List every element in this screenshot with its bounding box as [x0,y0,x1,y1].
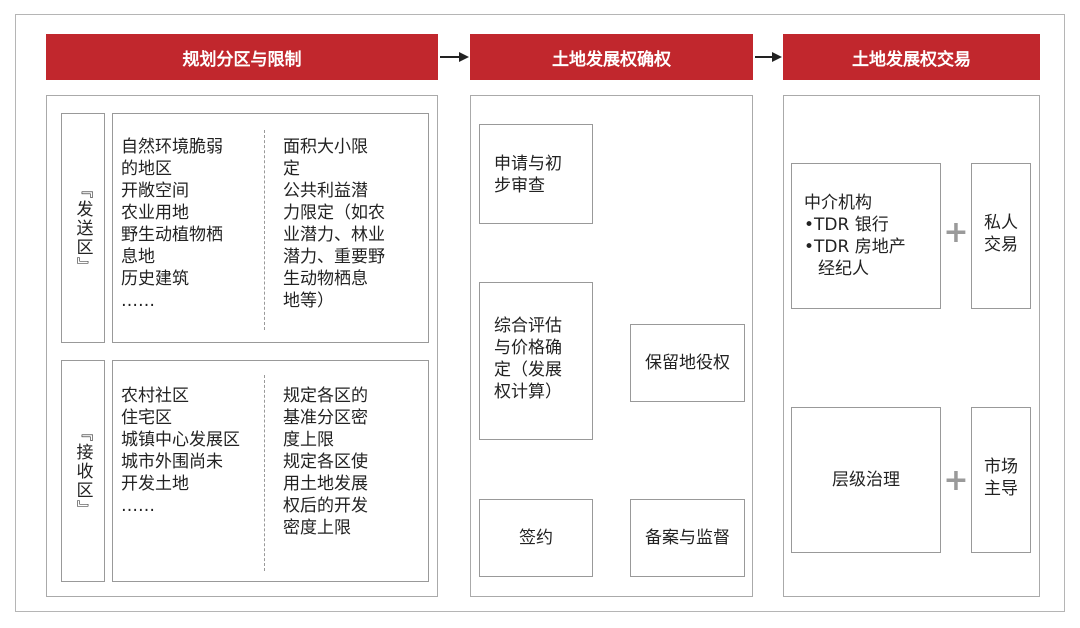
text-line: 面积大小限 [283,137,368,157]
filing-supervision-box: 备案与监督 [630,499,745,577]
header-zoning-label: 规划分区与限制 [182,49,302,70]
header-rights-confirmation: 土地发展权确权 [470,34,753,80]
receiving-zone-label-box: 『接收区』 [61,360,105,582]
text-line: 步审查 [494,176,545,196]
market-led-box: 市场 主导 [971,407,1031,553]
receiving-zone-label: 『接收区』 [72,423,93,519]
text-line: …… [121,496,155,516]
text-line: 经纪人 [818,259,869,279]
text-line: 农村社区 [121,386,189,406]
text-line: 业潜力、林业 [283,225,385,245]
dashed-divider [264,375,265,571]
text-line: 主导 [984,479,1018,499]
filing-supervision-label: 备案与监督 [645,528,730,548]
text-line: 度上限 [283,430,334,450]
sending-zone-label-box: 『发送区』 [61,113,105,343]
text-line: 中介机构 [804,193,872,213]
text-line: 规定各区使 [283,452,368,472]
text-line: 开敞空间 [121,181,189,201]
header-rights-trading: 土地发展权交易 [783,34,1040,80]
header-rights-trading-label: 土地发展权交易 [852,49,971,70]
text-line: •TDR 银行 [804,215,889,235]
text-line: •TDR 房地产 [804,237,906,257]
text-line: 用土地发展 [283,474,368,494]
easement-box: 保留地役权 [630,324,745,402]
apply-review-box: 申请与初 步审查 [479,124,593,224]
text-line: 密度上限 [283,518,351,538]
sending-zone-limits: 面积大小限 定 公共利益潜 力限定（如农 业潜力、林业 潜力、重要野 生动物栖息… [283,136,385,312]
text-line: 息地 [121,247,155,267]
sign-box: 签约 [479,499,593,577]
sending-zone-areas: 自然环境脆弱 的地区 开敞空间 农业用地 野生动植物栖 息地 历史建筑 …… [121,136,223,312]
text-line: 权计算） [494,382,562,402]
text-line: 综合评估 [494,316,562,336]
text-line: 农业用地 [121,203,189,223]
text-line: 生动物栖息 [283,269,368,289]
text-line: 定（发展 [494,360,562,380]
governance-box: 层级治理 [791,407,941,553]
text-line: …… [121,291,155,311]
text-line: 与价格确 [494,338,562,358]
receiving-zone-box: 农村社区 住宅区 城镇中心发展区 城市外围尚未 开发土地 …… 规定各区的 基准… [112,360,429,582]
text-line: 城镇中心发展区 [121,430,240,450]
sending-zone-label: 『发送区』 [72,180,93,276]
text-line: 自然环境脆弱 [121,137,223,157]
dashed-divider [264,130,265,330]
text-line: 力限定（如农 [283,203,385,223]
text-line: 交易 [984,235,1018,255]
text-line: 规定各区的 [283,386,368,406]
text-line: 潜力、重要野 [283,247,385,267]
receiving-zone-limits: 规定各区的 基准分区密 度上限 规定各区使 用土地发展 权后的开发 密度上限 [283,385,368,539]
intermediary-box: 中介机构 •TDR 银行 •TDR 房地产 经纪人 [791,163,941,309]
private-trade-box: 私人 交易 [971,163,1031,309]
text-line: 基准分区密 [283,408,368,428]
text-line: 公共利益潜 [283,181,368,201]
text-line: 开发土地 [121,474,189,494]
sign-label: 签约 [519,528,553,548]
header-zoning: 规划分区与限制 [46,34,438,80]
text-line: 历史建筑 [121,269,189,289]
sending-zone-box: 自然环境脆弱 的地区 开敞空间 农业用地 野生动植物栖 息地 历史建筑 …… 面… [112,113,429,343]
text-line: 地等） [283,291,334,311]
easement-label: 保留地役权 [645,353,730,373]
text-line: 市场 [984,457,1018,477]
plus-icon: + [943,215,969,250]
text-line: 权后的开发 [283,496,368,516]
header-rights-confirmation-label: 土地发展权确权 [552,49,671,70]
governance-label: 层级治理 [832,470,900,490]
text-line: 野生动植物栖 [121,225,223,245]
evaluate-price-box: 综合评估 与价格确 定（发展 权计算） [479,282,593,440]
text-line: 定 [283,159,300,179]
receiving-zone-areas: 农村社区 住宅区 城镇中心发展区 城市外围尚未 开发土地 …… [121,385,240,517]
text-line: 城市外围尚未 [121,452,223,472]
text-line: 申请与初 [494,154,562,174]
text-line: 私人 [984,213,1018,233]
text-line: 的地区 [121,159,172,179]
plus-icon: + [943,463,969,498]
diagram-frame [15,14,1065,612]
text-line: 住宅区 [121,408,172,428]
